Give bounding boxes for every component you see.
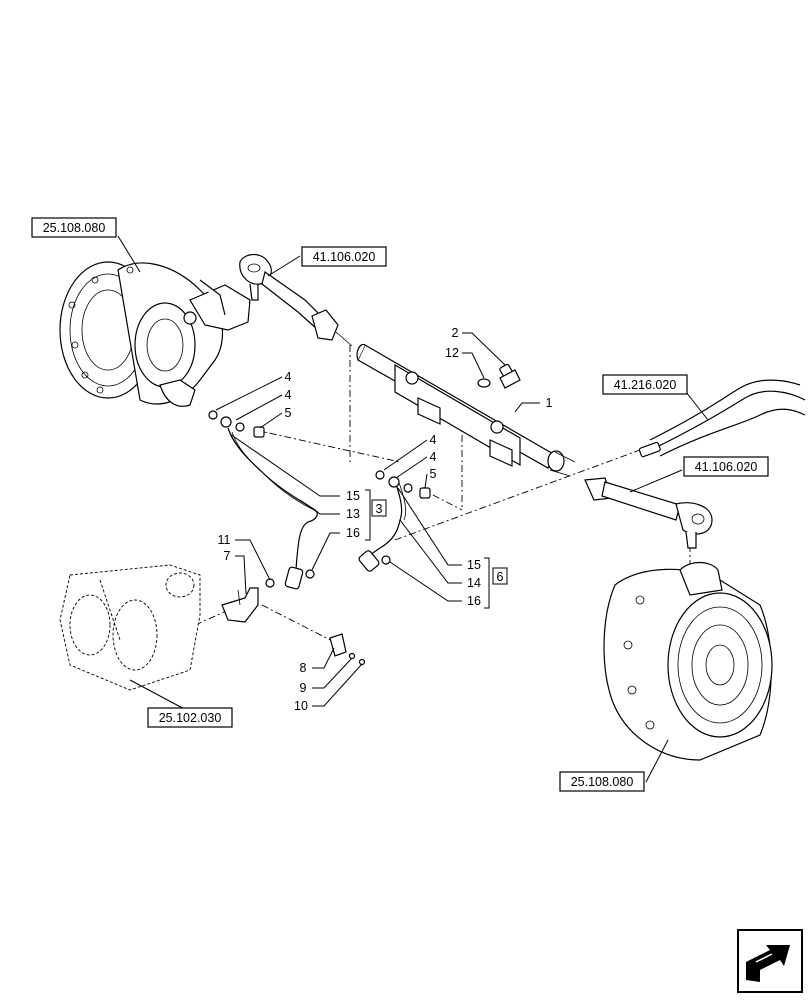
- callout-4: 4: [430, 450, 437, 464]
- group-box-3: 3: [371, 499, 387, 517]
- callout-14: 14: [467, 576, 481, 590]
- callout-10: 10: [294, 699, 308, 713]
- ref-box-hoses[interactable]: 41.216.020: [602, 374, 688, 395]
- ref-label: 25.102.030: [159, 711, 222, 725]
- bolt-washer: [477, 363, 521, 389]
- callout-4: 4: [285, 370, 292, 384]
- right-hub-assembly: [603, 561, 773, 761]
- ref-box-bottom-right[interactable]: 25.108.080: [559, 771, 645, 792]
- steering-cylinder: [356, 343, 576, 477]
- callout-4: 4: [285, 388, 292, 402]
- group-number: 6: [497, 570, 504, 584]
- group-box-6: 6: [492, 567, 508, 585]
- pipe-right: [358, 477, 406, 572]
- callout-12: 12: [445, 346, 459, 360]
- callout-5: 5: [430, 467, 437, 481]
- callout-1: 1: [546, 396, 553, 410]
- group-brackets: [365, 489, 490, 609]
- callout-5: 5: [285, 406, 292, 420]
- pipe-left: [227, 427, 319, 590]
- callout-4: 4: [430, 433, 437, 447]
- callout-16: 16: [467, 594, 481, 608]
- callout-15: 15: [346, 489, 360, 503]
- ref-box-tie-rod-right[interactable]: 41.106.020: [683, 456, 769, 477]
- ref-label: 41.106.020: [313, 250, 376, 264]
- callout-11: 11: [218, 533, 231, 547]
- ref-box-axle-housing[interactable]: 25.102.030: [147, 707, 233, 728]
- leader-lines: [117, 235, 709, 783]
- next-page-arrow-icon[interactable]: [737, 929, 803, 993]
- callout-16: 16: [346, 526, 360, 540]
- ref-label: 41.106.020: [695, 460, 758, 474]
- bracket-clip: [221, 578, 366, 666]
- ref-label: 25.108.080: [43, 221, 106, 235]
- callout-9: 9: [300, 681, 307, 695]
- callout-8: 8: [300, 661, 307, 675]
- seals-fittings: [208, 410, 431, 579]
- callout-15: 15: [467, 558, 481, 572]
- left-tie-rod: [239, 253, 353, 347]
- callout-numbers: 1 2 12 4 4 5 4 4 5 15 13 16 15 14 16 11 …: [218, 326, 553, 713]
- ref-box-top-left[interactable]: 25.108.080: [31, 217, 117, 238]
- ref-label: 41.216.020: [614, 378, 677, 392]
- ref-box-tie-rod-left[interactable]: 41.106.020: [301, 246, 387, 267]
- callout-13: 13: [346, 507, 360, 521]
- callout-2: 2: [452, 326, 459, 340]
- axle-housing: [59, 564, 201, 691]
- right-tie-rod: [584, 477, 713, 549]
- hose-assembly: [638, 379, 806, 458]
- group-number: 3: [376, 502, 383, 516]
- ref-label: 25.108.080: [571, 775, 634, 789]
- left-hub-assembly: [59, 261, 251, 407]
- callout-7: 7: [224, 549, 231, 563]
